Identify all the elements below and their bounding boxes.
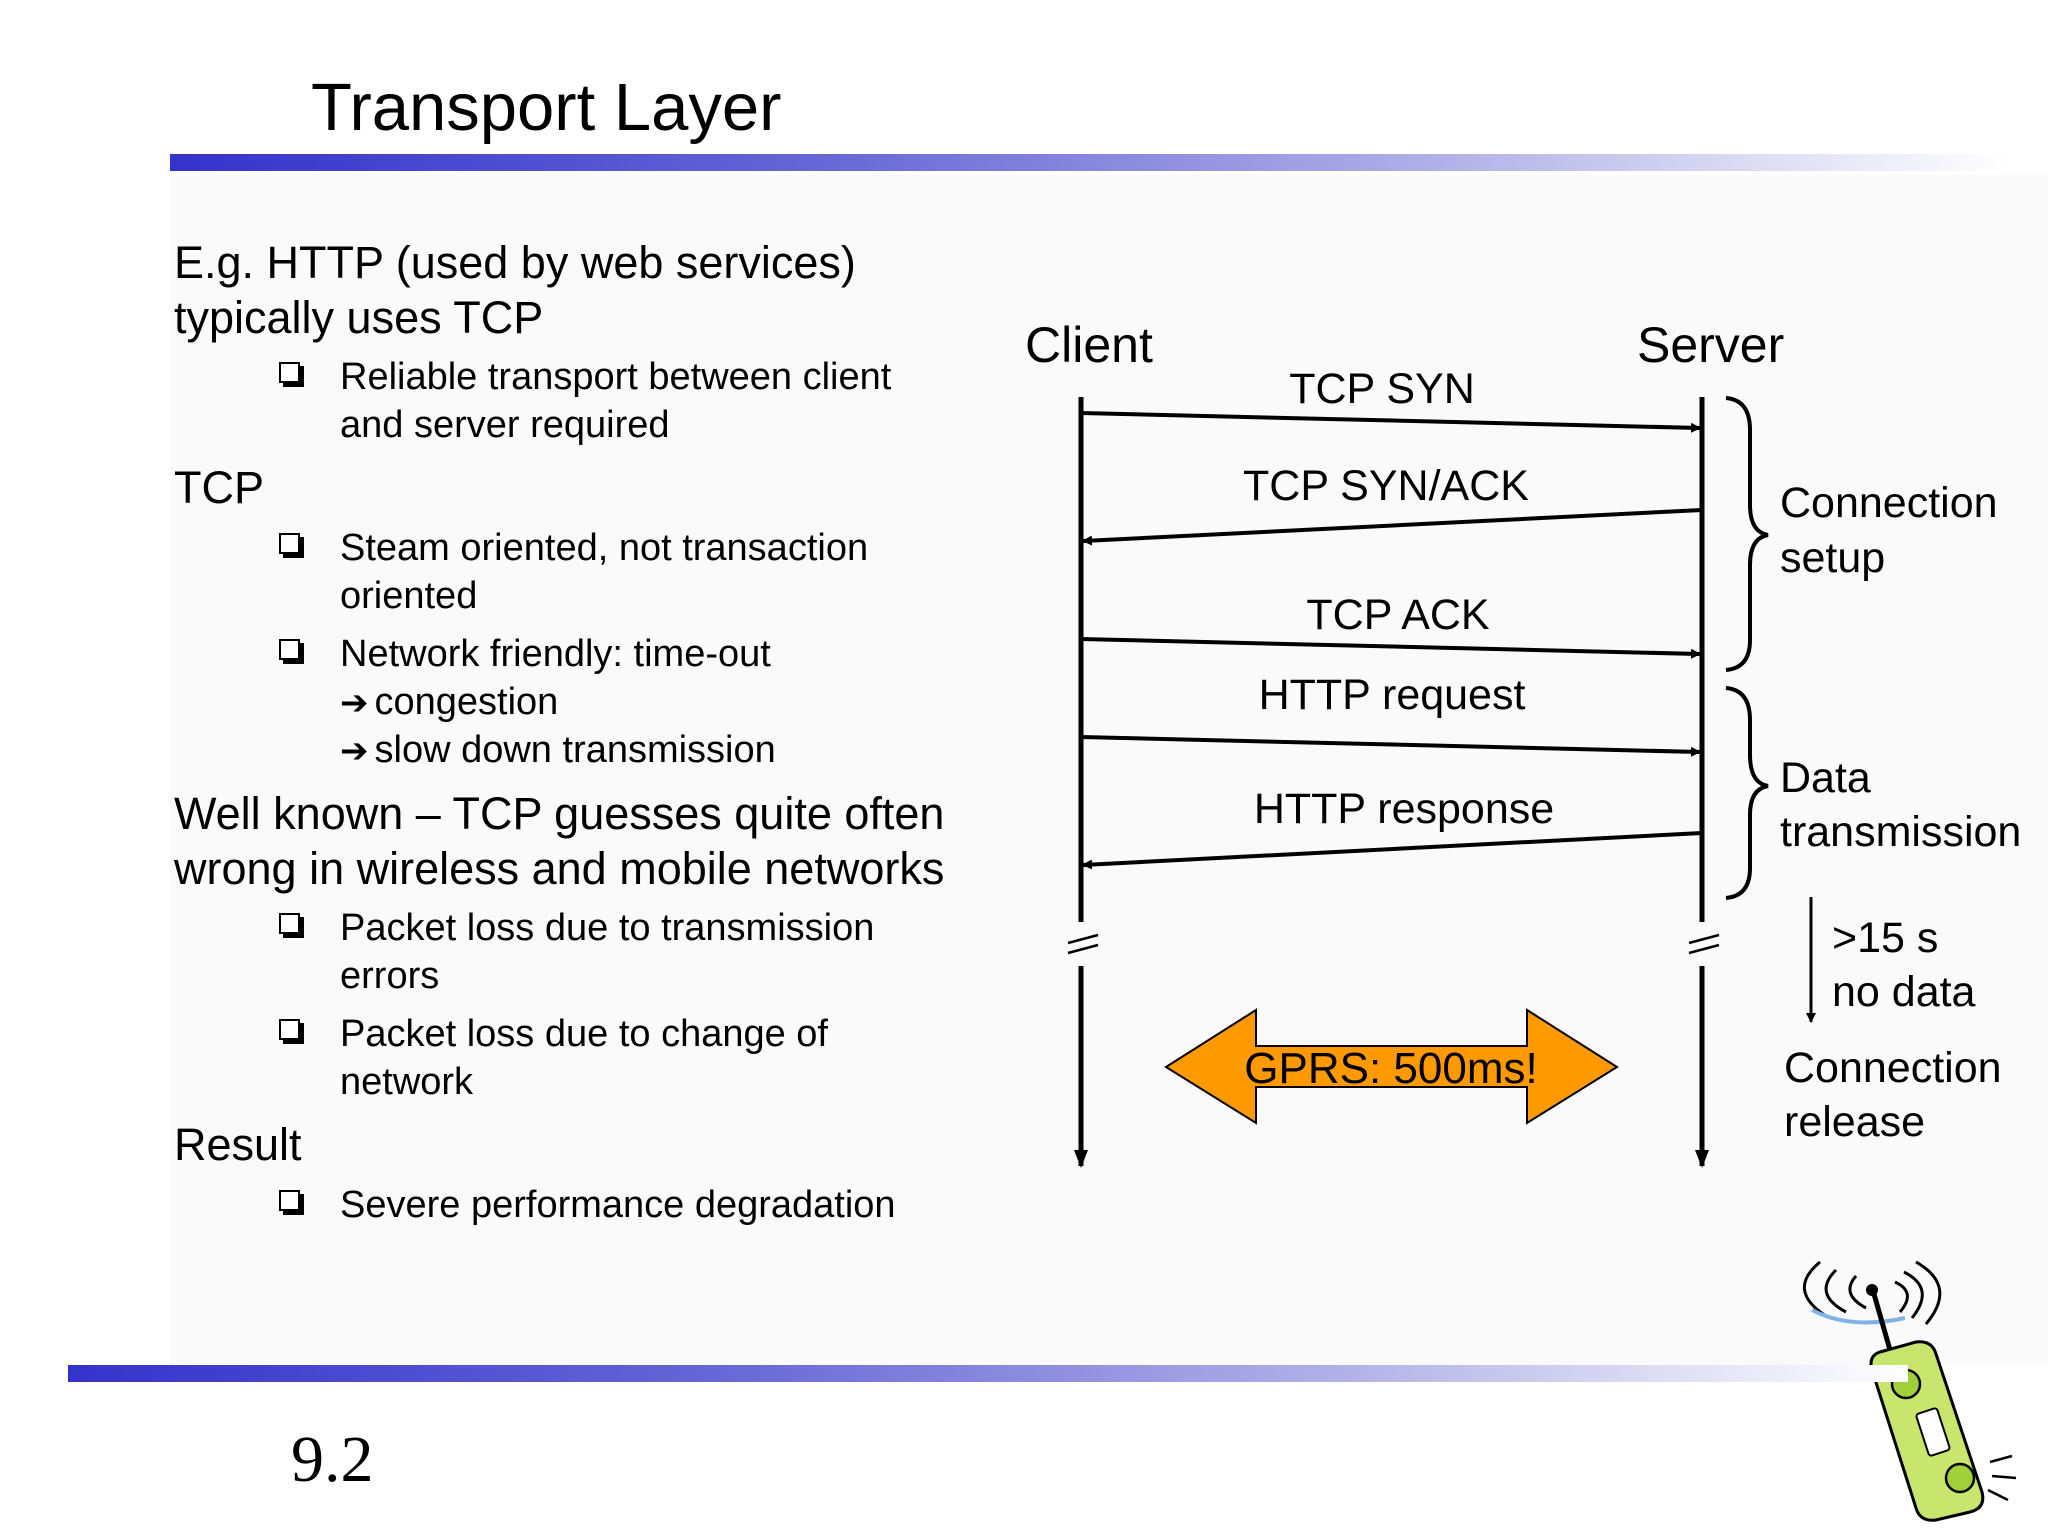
known-line-2: wrong in wireless and mobile networks [174, 843, 945, 894]
mobile-phone-icon [1802, 1260, 2017, 1522]
known-line-1: Well known – TCP guesses quite often [174, 788, 945, 839]
title-underline-bar [170, 154, 2010, 171]
square-bullet-icon [279, 362, 300, 383]
result-heading: Result [174, 1119, 302, 1170]
square-bullet-icon [279, 1019, 300, 1040]
msg-tcp-synack-label: TCP SYN/ACK [1243, 462, 1529, 510]
client-label: Client [1025, 317, 1153, 373]
msg-tcp-syn-label: TCP SYN [1289, 365, 1475, 413]
timeout-line-1: >15 s [1832, 914, 1938, 962]
footer-bar [68, 1365, 1908, 1382]
square-bullet-icon [279, 1190, 300, 1211]
tcp-heading: TCP [174, 462, 264, 513]
connection-setup-line-1: Connection [1780, 479, 1998, 527]
msg-http-request-arrow [1080, 735, 1701, 757]
msg-http-request-label: HTTP request [1259, 671, 1526, 719]
known-bullet-1-line-1: Packet loss due to transmission [340, 907, 875, 949]
tcp-bullet-1-line-2: oriented [340, 575, 478, 617]
connection-setup-line-2: setup [1780, 534, 1885, 582]
known-bullet-1-line-2: errors [340, 955, 440, 997]
slow-down-text: slow down transmission [374, 729, 776, 771]
intro-line-1: E.g. HTTP (used by web services) [174, 237, 856, 288]
square-bullet-icon [279, 639, 300, 660]
connection-release-line-1: Connection [1784, 1044, 2002, 1092]
client-lifeline [1067, 397, 1099, 1168]
right-arrow-icon: ➔ [340, 732, 369, 770]
msg-tcp-synack-arrow [1082, 508, 1703, 546]
tcp-bullet-2-line-1: Network friendly: time-out [340, 633, 771, 675]
tcp-bullet-2-line-3: ➔slow down transmission [340, 726, 776, 775]
page-number: 9.2 [291, 1423, 374, 1496]
connection-setup-brace [1725, 396, 1769, 672]
slide-title: Transport Layer [311, 70, 782, 145]
right-arrow-icon: ➔ [340, 684, 369, 722]
gprs-double-arrow [1164, 1008, 1619, 1125]
msg-tcp-ack-arrow [1080, 637, 1701, 659]
timeout-line-2: no data [1832, 968, 1976, 1016]
msg-http-response-arrow [1082, 831, 1703, 870]
tcp-bullet-1-line-1: Steam oriented, not transaction [340, 527, 869, 569]
connection-release-line-2: release [1784, 1098, 1925, 1146]
square-bullet-icon [279, 533, 300, 554]
data-transmission-line-2: transmission [1780, 808, 2021, 856]
content-background [170, 175, 2048, 1365]
msg-tcp-syn-arrow [1080, 411, 1701, 433]
result-bullet-1: Severe performance degradation [340, 1184, 896, 1226]
tcp-bullet-2-line-2: ➔congestion [340, 678, 558, 727]
square-bullet-icon [279, 913, 300, 934]
congestion-text: congestion [374, 681, 559, 723]
gprs-label: GPRS: 500ms! [1244, 1044, 1537, 1093]
intro-bullet-line-1: Reliable transport between client [340, 356, 892, 398]
msg-http-response-label: HTTP response [1254, 785, 1554, 833]
intro-bullet-line-2: and server required [340, 404, 670, 446]
data-transmission-brace [1725, 686, 1769, 900]
data-transmission-line-1: Data [1780, 754, 1871, 802]
known-bullet-2-line-2: network [340, 1061, 474, 1103]
server-label: Server [1637, 317, 1784, 373]
known-bullet-2-line-1: Packet loss due to change of [340, 1013, 828, 1055]
msg-tcp-ack-label: TCP ACK [1306, 591, 1490, 639]
intro-line-2: typically uses TCP [174, 292, 544, 343]
